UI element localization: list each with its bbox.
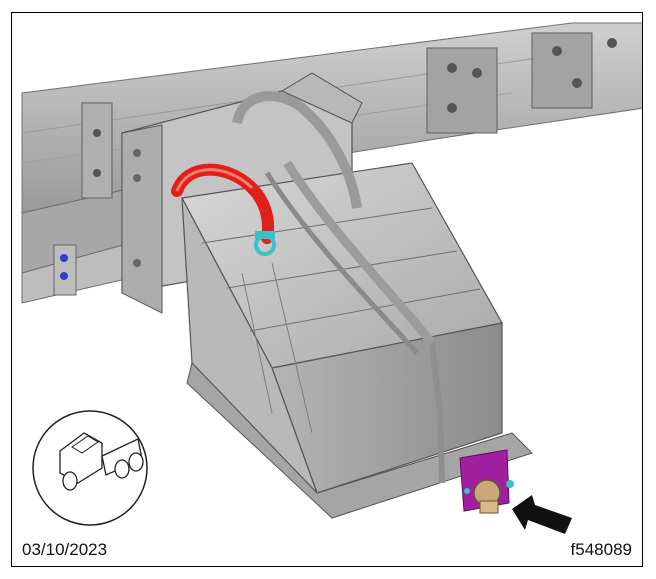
battery-terminal	[254, 231, 276, 256]
battery-box-illustration	[21, 22, 642, 534]
truck-locator-icon	[32, 410, 148, 526]
positive-cable	[171, 163, 275, 244]
figure-id: f548089	[570, 540, 632, 559]
figure-frame: 03/10/2023 f548089	[11, 12, 643, 567]
arrow-icon	[512, 495, 572, 534]
figure-date: 03/10/2023	[22, 540, 108, 559]
battery-main-switch	[459, 449, 514, 514]
